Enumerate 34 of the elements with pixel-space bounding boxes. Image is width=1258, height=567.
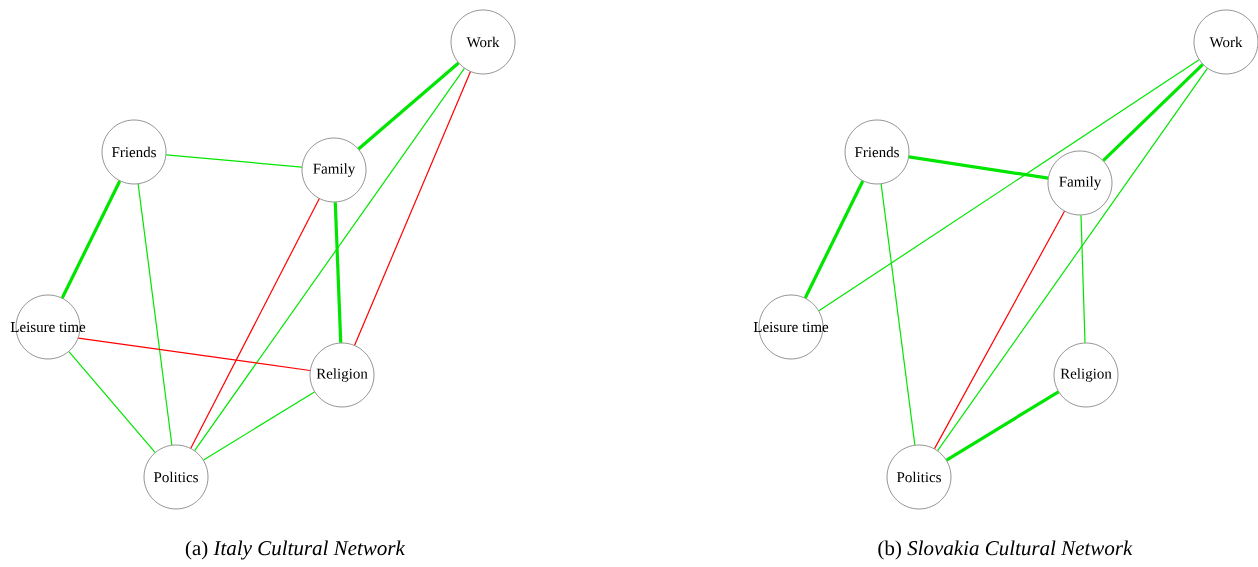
caption: (b) Slovakia Cultural Network [878,540,1133,560]
edge-line [333,202,343,343]
edge-line [880,183,916,446]
edge-line [1080,214,1086,344]
edge-line [908,155,1049,180]
network-node: Leisure time [753,294,829,360]
edge-line [190,198,320,449]
network-node: Work [1193,9,1258,75]
edge-line [60,180,122,299]
network-node: Religion [1053,342,1119,408]
edge-line [194,67,465,452]
edge-line [165,154,303,168]
network-node: Leisure time [10,294,86,360]
edge-line [803,180,865,299]
network-node: Family [301,137,367,203]
network-node: Politics [886,444,952,510]
edge-line [137,183,173,446]
network-node: Friends [101,119,167,185]
network-node: Religion [309,342,375,408]
edge-line [945,390,1060,462]
network-node: Family [1047,150,1113,216]
network-node: Politics [143,444,209,510]
caption: (a) Italy Cultural Network [185,540,406,560]
edge-line [202,391,316,461]
edge-line [933,210,1066,450]
edge-line [354,71,472,346]
network-node: Friends [844,119,910,185]
network-node: Work [450,9,516,75]
edge-line [1102,63,1204,162]
edge-line [68,350,156,454]
edge-line [818,59,1200,312]
edge-line [937,67,1208,452]
edge-line [77,337,311,372]
edge-line [357,61,460,151]
